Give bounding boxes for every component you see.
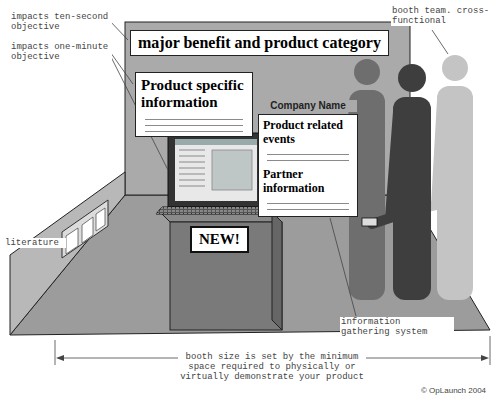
annotation: information gathering system: [340, 317, 454, 337]
box-heading: Product specific information: [141, 77, 247, 111]
copyright: © OpLaunch 2004: [420, 386, 487, 396]
text-rules: [145, 114, 243, 132]
annotation: booth team. cross-functional: [391, 6, 497, 26]
box-heading: NEW!: [199, 231, 240, 248]
box-text: Product related events: [263, 118, 353, 146]
leader-lines: [52, 19, 448, 316]
new-sign: NEW!: [190, 226, 249, 253]
annotation: literature: [4, 238, 66, 248]
product-poster: Product specific information: [135, 72, 253, 137]
annotation: impacts one-minute objective: [10, 42, 112, 62]
box-text: Partner information: [263, 167, 353, 195]
literature-rack: [62, 200, 108, 258]
side-wall: [10, 172, 125, 335]
box-heading: Company Name: [259, 100, 357, 112]
box-heading: major benefit and product category: [138, 34, 381, 52]
demo-kiosk: [160, 212, 282, 330]
text-rules: [267, 149, 349, 163]
headline-banner: major benefit and product category: [130, 30, 389, 56]
company-poster: Company NameProduct related eventsPartne…: [258, 114, 358, 217]
dimension-note: booth size is set by the minimum space r…: [178, 352, 366, 382]
annotation: impacts ten-second objective: [10, 12, 112, 32]
text-rules: [267, 198, 349, 212]
